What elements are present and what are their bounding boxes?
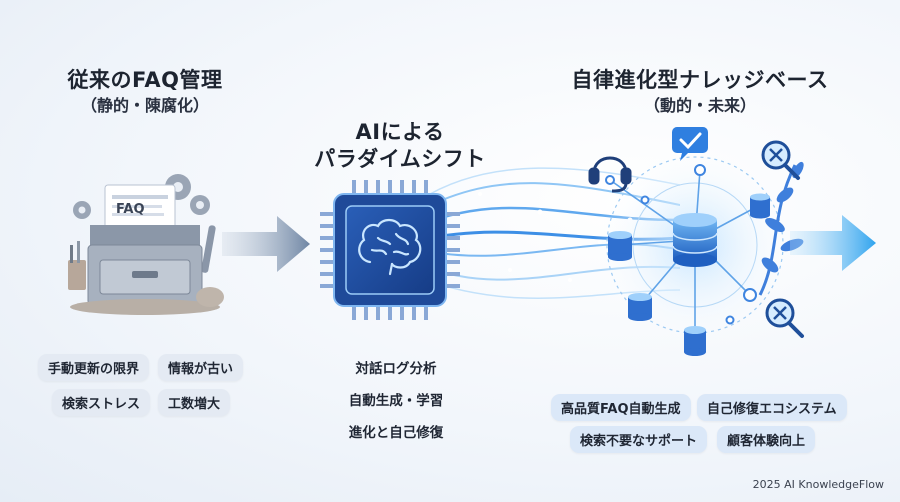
left-tag: 検索ストレス	[52, 389, 151, 416]
headset-icon	[588, 156, 632, 193]
left-subtitle: （静的・陳腐化）	[80, 96, 209, 115]
pencil-cup-icon	[68, 260, 86, 290]
right-tag: 高品質FAQ自動生成	[551, 394, 691, 421]
left-tag: 手動更新の限界	[38, 354, 150, 381]
middle-item: 自動生成・学習	[348, 393, 444, 409]
footer-credit: 2025 AI KnowledgeFlow	[752, 478, 884, 491]
database-icon	[672, 213, 718, 267]
faq-folder-label: FAQ	[116, 202, 145, 217]
left-tag: 工数増大	[158, 389, 231, 416]
wrench-icon	[201, 225, 216, 273]
search-error-icon	[761, 140, 800, 180]
right-title: 自律進化型ナレッジベース	[571, 68, 829, 92]
plant-vine-icon	[758, 161, 804, 296]
right-tag: 顧客体験向上	[717, 426, 816, 453]
middle-item: 対話ログ分析	[355, 361, 437, 377]
search-error-icon	[765, 298, 804, 338]
checkmark-chat-icon	[672, 127, 708, 161]
faq-cabinet-illustration	[68, 174, 224, 315]
middle-item: 進化と自己修復	[348, 425, 444, 441]
ai-chip-illustration	[320, 180, 460, 320]
database-icon	[750, 193, 770, 219]
middle-title-line1: AIによる	[355, 120, 445, 144]
arrow-right-icon	[790, 215, 876, 271]
left-title: 従来のFAQ管理	[67, 68, 223, 92]
right-tag: 自己修復エコシステム	[697, 394, 847, 421]
right-subtitle: （動的・未来）	[643, 96, 756, 115]
right-tag: 検索不要なサポート	[570, 426, 708, 453]
arrow-right-icon	[222, 216, 310, 272]
database-icon	[684, 326, 706, 356]
knowledge-network-illustration	[588, 127, 804, 356]
left-tag: 情報が古い	[158, 354, 244, 381]
middle-title-line2: パラダイムシフト	[314, 147, 486, 171]
database-icon	[628, 293, 652, 321]
brain-icon	[358, 218, 422, 276]
database-icon	[608, 231, 632, 261]
